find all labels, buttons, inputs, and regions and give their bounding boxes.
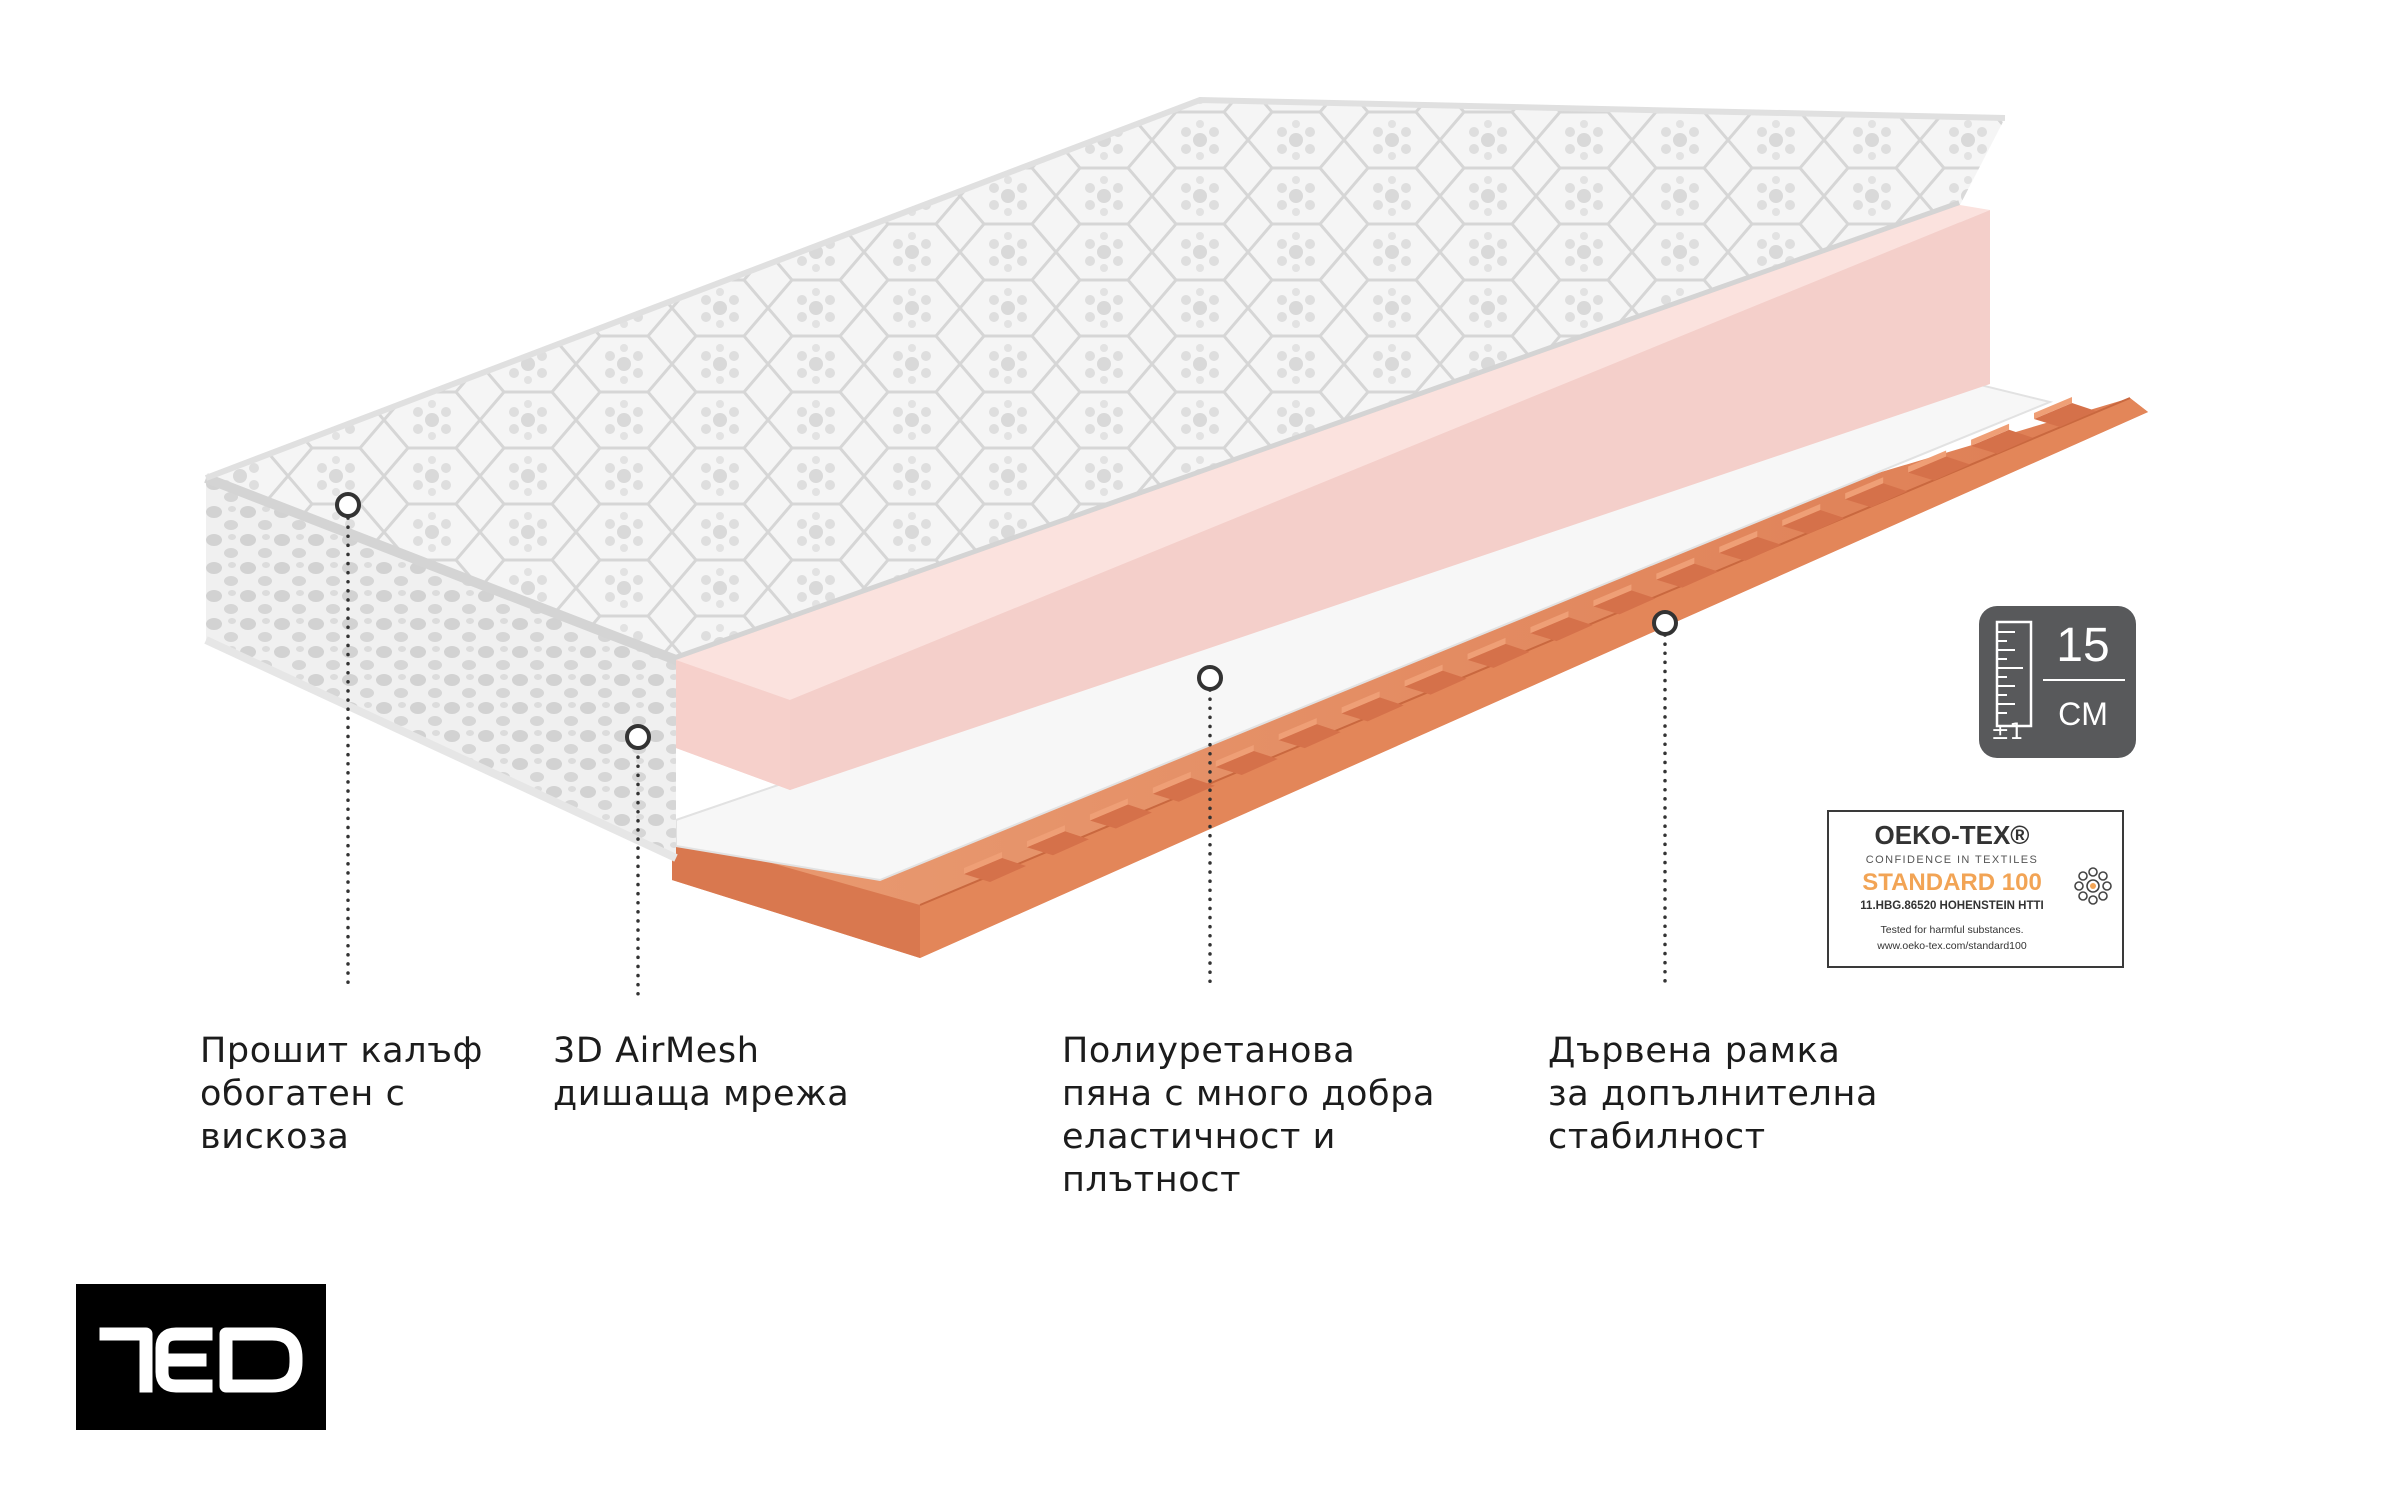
oeko-flower-icon: [2074, 867, 2112, 905]
wood-slats: [964, 397, 2096, 882]
oeko-tex-label: OEKO-TEX® CONFIDENCE IN TEXTILES STANDAR…: [1827, 810, 2124, 968]
callout-line: Дървена рамка: [1548, 1031, 1841, 1071]
wood-slat: [1215, 750, 1278, 775]
callout-line: еластичност и: [1062, 1117, 1337, 1157]
wood-slat-top: [964, 852, 1002, 874]
wood-slat: [1719, 536, 1782, 561]
foam-marker: [1197, 665, 1223, 691]
frame-callout: Дървена рамка за допълнителна стабилност: [1548, 1030, 1878, 1159]
height-tolerance: ±1: [1991, 720, 2024, 745]
wood-slat: [1467, 643, 1530, 668]
wood-slat-top: [1656, 557, 1695, 580]
wood-slat: [1971, 429, 2034, 454]
wood-slat-top: [1215, 744, 1254, 767]
wood-slat: [1530, 617, 1593, 642]
wood-slat-top: [1467, 637, 1506, 660]
height-value: 15: [2056, 619, 2110, 672]
mesh-callout: 3D AirMesh дишаща мрежа: [553, 1030, 849, 1116]
foam-layer: [676, 205, 1990, 790]
brand-logo: [76, 1284, 326, 1430]
badge-divider: [2043, 679, 2125, 681]
wood-slat-top: [1782, 504, 1821, 527]
oeko-note: Tested for harmful substances.: [1880, 924, 2024, 936]
ted-logo-mark: [99, 1327, 303, 1393]
callout-line: дишаща мрежа: [553, 1074, 850, 1114]
callout-line: стабилност: [1548, 1117, 1766, 1157]
wood-slat-top: [1530, 611, 1569, 634]
wood-slat: [1278, 724, 1341, 749]
callout-line: обогатен с: [200, 1074, 406, 1114]
wood-slat-top: [1089, 798, 1128, 821]
wood-slat-top: [1278, 718, 1317, 741]
wood-slat-top: [1152, 771, 1191, 794]
oeko-standard: STANDARD 100: [1862, 869, 2042, 896]
marker-dots: [335, 492, 1678, 750]
wood-slat-top: [1026, 825, 1065, 848]
height-badge: ±1 15 CM: [1979, 606, 2136, 758]
callout-line: Полиуретанова: [1062, 1031, 1356, 1071]
wood-slat: [1341, 697, 1404, 722]
oeko-title: OEKO-TEX®: [1874, 820, 2030, 850]
oeko-code: 11.HBG.86520 HOHENSTEIN HTTI: [1860, 900, 2044, 912]
wood-slat: [1152, 777, 1215, 802]
callout-line: 3D AirMesh: [553, 1031, 760, 1071]
wood-slat-top: [1971, 423, 2010, 446]
wood-slat-top: [1845, 477, 1884, 500]
mesh-marker: [625, 724, 651, 750]
leader-lines: [346, 516, 1667, 1002]
wood-slat: [2034, 403, 2096, 427]
callout-line: Прошит калъф: [200, 1031, 484, 1071]
callout-line: вискоза: [200, 1117, 350, 1157]
wood-slat: [1845, 483, 1908, 508]
callout-line: за допълнителна: [1548, 1074, 1879, 1114]
wood-slat: [1026, 831, 1089, 856]
cover-callout: Прошит калъф обогатен с вискоза: [200, 1030, 483, 1159]
wood-slat: [1782, 510, 1845, 535]
height-unit: CM: [2058, 696, 2108, 732]
wood-slat-top: [2034, 397, 2072, 419]
wood-slat-top: [1593, 584, 1632, 607]
callout-line: плътност: [1062, 1160, 1242, 1200]
wood-slat: [1404, 670, 1467, 695]
oeko-subtitle: CONFIDENCE IN TEXTILES: [1865, 854, 2039, 866]
cover-marker: [335, 492, 361, 518]
wood-slat: [1656, 563, 1719, 588]
foam-callout: Полиуретанова пяна с много добра еластич…: [1062, 1030, 1435, 1202]
wood-slat: [964, 858, 1026, 882]
oeko-url: www.oeko-tex.com/standard100: [1877, 940, 2027, 952]
frame-marker: [1652, 610, 1678, 636]
wood-slat-top: [1341, 691, 1380, 714]
wood-slat-top: [1908, 450, 1947, 473]
wood-slat: [1593, 590, 1656, 615]
wood-slat: [1089, 804, 1152, 829]
callout-line: пяна с много добра: [1062, 1074, 1436, 1114]
wood-slat-top: [1404, 664, 1443, 687]
wood-slat-top: [1719, 530, 1758, 553]
ruler-icon: [1995, 620, 2033, 728]
wood-slat: [1908, 456, 1971, 481]
